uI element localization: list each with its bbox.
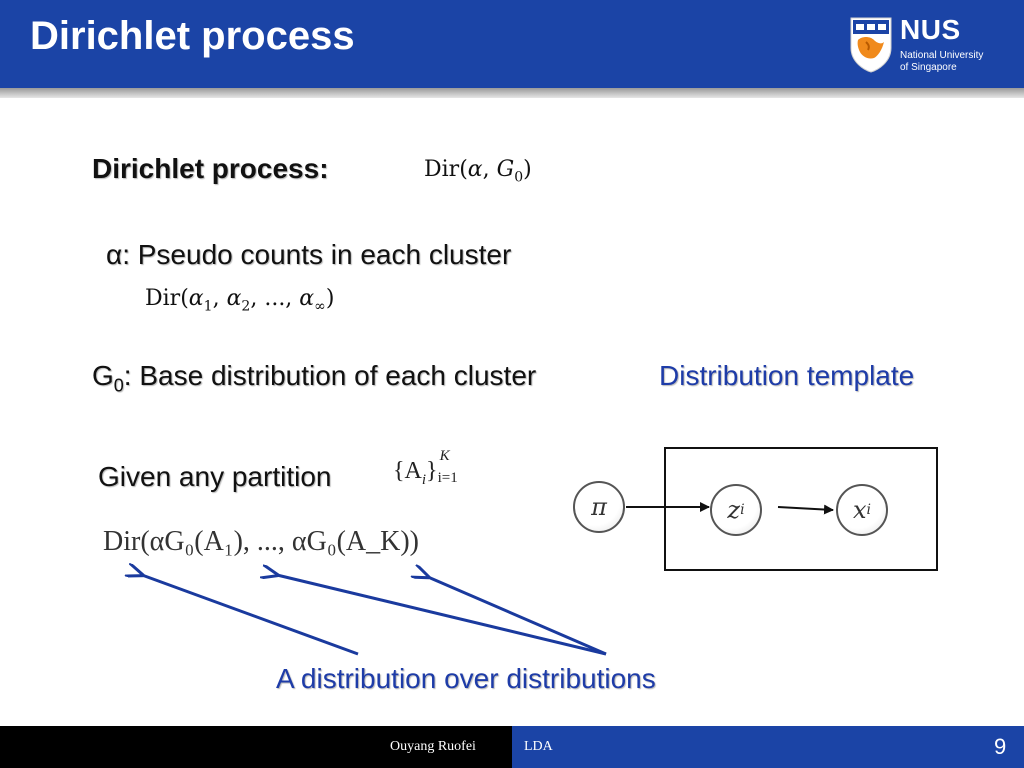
x-symbol: x: [852, 496, 867, 524]
page-number: 9: [994, 734, 1007, 759]
alpha-formula-post: ): [325, 286, 335, 311]
alpha-formula: Dir(α1, α2, ..., α∞): [145, 286, 334, 314]
arrow-to-last-term: [428, 577, 607, 656]
arrow-to-middle-term: [277, 575, 607, 656]
partition-formula: Dir(αG₀(A₁), ..., αG₀(A_K)): [103, 526, 419, 557]
dp-formula-g: G: [496, 157, 515, 182]
pi-node: π: [573, 481, 625, 533]
pi-symbol: π: [591, 493, 607, 521]
alpha-formula-a2: α: [226, 286, 242, 311]
alpha-formula-a1: α: [188, 286, 204, 311]
logo-line-1: National University: [900, 50, 984, 61]
distribution-template-label: Distribution template: [659, 360, 915, 391]
partition-text: Given any partition: [98, 461, 332, 492]
partition-set-upper: K: [439, 448, 450, 464]
nus-logo: NUS National University of Singapore: [848, 12, 1008, 78]
dp-formula-pre: Dir(: [424, 157, 468, 182]
x-subscript: i: [866, 502, 872, 518]
partition-set-close: }: [426, 458, 438, 484]
footer-topic: LDA: [524, 739, 553, 754]
alpha-formula-s2: 2: [241, 298, 251, 315]
dp-label: Dirichlet process:: [92, 153, 329, 184]
logo-line-2: of Singapore: [900, 62, 957, 73]
alpha-formula-sinf: ∞: [314, 298, 326, 315]
partition-set-index: i: [421, 471, 427, 488]
dp-formula-post: ): [523, 157, 532, 182]
alpha-formula-ainf: α: [299, 286, 315, 311]
slide-title: Dirichlet process: [30, 14, 355, 58]
arrow-to-first-term: [142, 575, 359, 656]
g0-description: G0: Base distribution of each cluster: [92, 360, 536, 397]
title-bar: Dirichlet process NUS National Universit…: [0, 0, 1024, 88]
footer-topic-panel: [512, 726, 1024, 768]
dp-formula-g-sub: 0: [514, 169, 524, 186]
header-divider: [0, 88, 1024, 98]
footer-author: Ouyang Ruofei: [390, 739, 476, 754]
z-subscript: i: [740, 502, 745, 518]
alpha-formula-pre: Dir(: [145, 286, 189, 311]
dp-formula-alpha: α: [467, 157, 483, 182]
g0-letter: G: [92, 360, 114, 391]
alpha-formula-s1: 1: [203, 298, 213, 315]
bottom-caption: A distribution over distributions: [276, 663, 656, 694]
logo-wordmark: NUS: [900, 14, 961, 45]
g0-subscript: 0: [113, 375, 124, 396]
nus-crest-icon: [850, 17, 892, 73]
alpha-formula-ellipsis: , ...,: [250, 286, 300, 311]
partition-set-lower: i=1: [437, 470, 458, 486]
z-symbol: z: [727, 496, 741, 524]
alpha-formula-sep: ,: [212, 286, 227, 311]
alpha-description: α: Pseudo counts in each cluster: [106, 239, 512, 270]
partition-set-open: {A: [393, 458, 422, 484]
g0-rest: : Base distribution of each cluster: [123, 360, 537, 391]
dp-formula-comma: ,: [482, 157, 497, 182]
dp-formula: Dir(α, G0): [424, 157, 532, 185]
footer-bar: Ouyang Ruofei LDA 9: [0, 726, 1024, 768]
